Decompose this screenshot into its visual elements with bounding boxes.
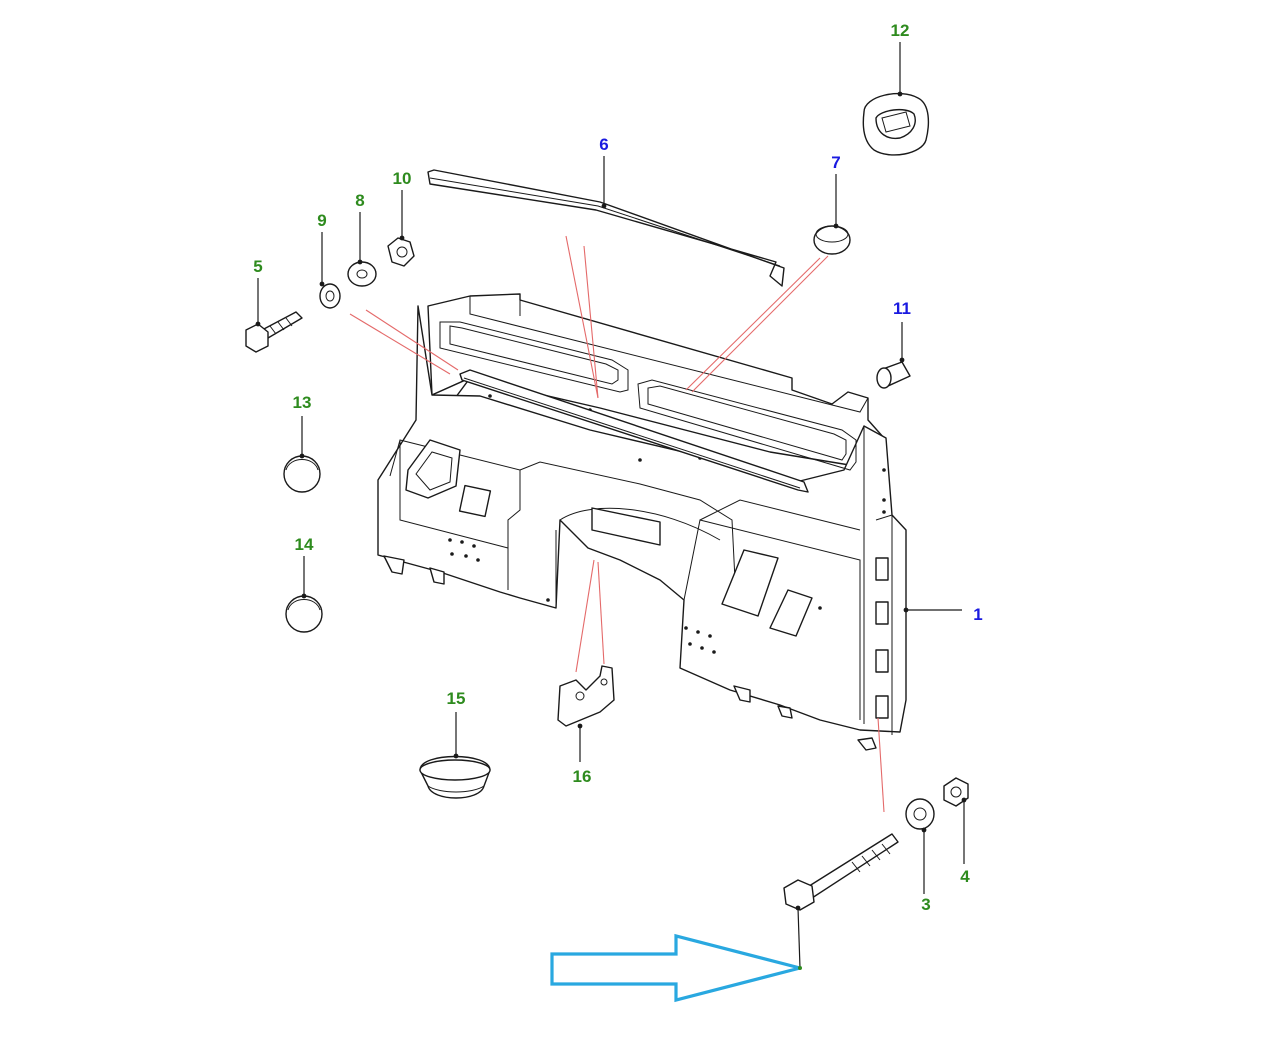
callout-labels: 1 3 4 5 6 7 8 9 10 11 12 13 14 15 16 — [253, 21, 982, 914]
bracket-part — [557, 665, 615, 727]
callout-9: 9 — [317, 211, 326, 230]
callout-11: 11 — [893, 299, 911, 318]
blanking-caps — [283, 455, 323, 633]
grommet-part — [862, 92, 930, 156]
leader-lines — [255, 42, 967, 969]
callout-7: 7 — [831, 153, 840, 172]
dash-rail — [459, 369, 809, 493]
callout-1: 1 — [973, 605, 982, 624]
callout-3: 3 — [921, 895, 930, 914]
callout-6: 6 — [599, 135, 608, 154]
callout-5: 5 — [253, 257, 262, 276]
reference-lines — [349, 235, 885, 813]
callout-8: 8 — [355, 191, 364, 210]
plug-part — [813, 225, 851, 255]
long-bolt-set — [783, 777, 969, 911]
large-grommet — [419, 755, 491, 799]
callout-13: 13 — [293, 393, 312, 412]
hollow-arrow-right-icon — [550, 933, 802, 1003]
callout-4: 4 — [960, 867, 970, 886]
bush-part — [876, 361, 911, 389]
bulkhead-panel — [377, 293, 907, 751]
callout-14: 14 — [295, 535, 314, 554]
callout-12: 12 — [891, 21, 910, 40]
callout-15: 15 — [447, 689, 466, 708]
callout-10: 10 — [393, 169, 412, 188]
seal-strip — [427, 169, 785, 287]
callout-16: 16 — [573, 767, 592, 786]
fastener-stack — [245, 237, 415, 353]
